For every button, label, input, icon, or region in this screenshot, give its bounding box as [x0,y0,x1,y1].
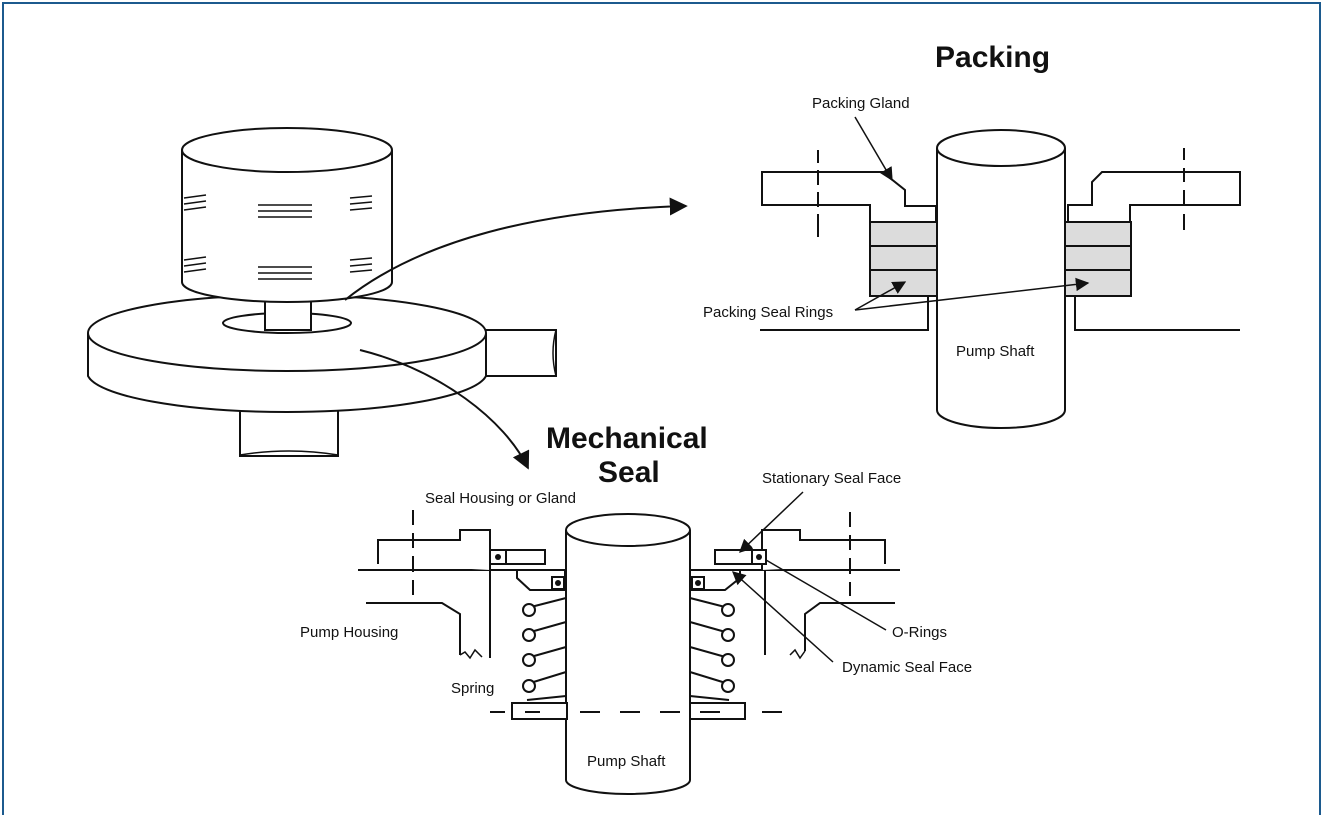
label-seal-housing: Seal Housing or Gland [425,490,576,507]
label-stationary-seal-face: Stationary Seal Face [762,470,901,487]
label-packing-gland: Packing Gland [812,95,910,112]
arrow-to-seal [359,349,530,470]
packing-pump-shaft [936,148,1066,429]
seal-housing-right [714,529,886,570]
label-pump-housing: Pump Housing [300,624,398,641]
packing-ring [1064,269,1132,297]
arrow-to-packing [344,197,688,301]
label-packing-seal-rings: Packing Seal Rings [703,304,833,321]
packing-gland-right [1067,171,1241,223]
pump-overview [87,127,688,470]
label-dynamic-seal-face: Dynamic Seal Face [842,659,972,676]
packing-detail: Packing Packing Gland Packing Seal Rings… [703,41,1241,429]
label-spring: Spring [451,680,494,697]
mechanical-seal-detail: Mechanical Seal [300,422,972,795]
packing-title: Packing [935,41,1050,74]
packing-ring [1064,245,1132,271]
spring-right [689,597,735,701]
spring-left [522,597,567,701]
packing-ring [869,245,938,271]
label-pump-shaft-packing: Pump Shaft [956,343,1035,360]
mechanical-seal-title-2: Seal [598,456,660,489]
packing-ring [1064,221,1132,247]
pump-cylinder [181,150,393,303]
label-o-rings: O-Rings [892,624,947,641]
packing-gland-left [761,171,937,223]
mechanical-seal-title-1: Mechanical [546,422,708,455]
seal-pump-shaft [565,530,691,795]
cylinder-grooves [183,194,373,280]
packing-ring [869,221,938,247]
side-pipe [486,329,557,377]
label-pump-shaft-seal: Pump Shaft [587,753,666,770]
seal-housing-left [377,529,546,570]
